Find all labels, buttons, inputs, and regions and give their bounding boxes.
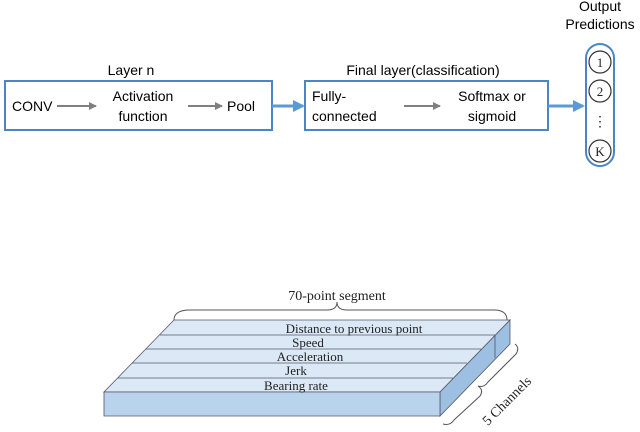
fully-connected-line2: connected (312, 108, 377, 124)
output-node-1 (588, 50, 612, 74)
segment-brace (173, 301, 508, 321)
layer-n-title: Layer n (108, 62, 155, 78)
channel-acceleration: Acceleration (277, 349, 344, 364)
output-node-1-label: 1 (597, 55, 604, 70)
layer-n-box (4, 80, 273, 131)
channel-jerk: Jerk (285, 363, 307, 378)
output-node-2-label: 2 (597, 84, 604, 99)
channels-brace (442, 343, 519, 425)
output-node-k (588, 139, 612, 163)
pool-label: Pool (227, 98, 255, 114)
activation-label-line2: function (118, 108, 167, 124)
segment-label: 70-point segment (288, 289, 386, 304)
output-node-2 (588, 79, 612, 103)
output-column (585, 43, 615, 167)
output-node-k-label: K (595, 144, 605, 159)
softmax-line1: Softmax or (458, 88, 526, 104)
channel-bearing-rate: Bearing rate (264, 378, 328, 393)
conv-label: CONV (12, 98, 53, 114)
output-title-line2: Predictions (565, 16, 634, 32)
softmax-line2: sigmoid (468, 108, 516, 124)
channel-speed: Speed (292, 335, 324, 350)
fully-connected-line1: Fully- (312, 88, 347, 104)
final-layer-title: Final layer(classification) (346, 62, 499, 78)
output-ellipsis: ⋮ (593, 115, 607, 130)
channel-distance: Distance to previous point (286, 321, 423, 336)
slab-front-face (103, 391, 441, 417)
activation-label-line1: Activation (113, 88, 174, 104)
output-title-line1: Output (579, 0, 621, 14)
